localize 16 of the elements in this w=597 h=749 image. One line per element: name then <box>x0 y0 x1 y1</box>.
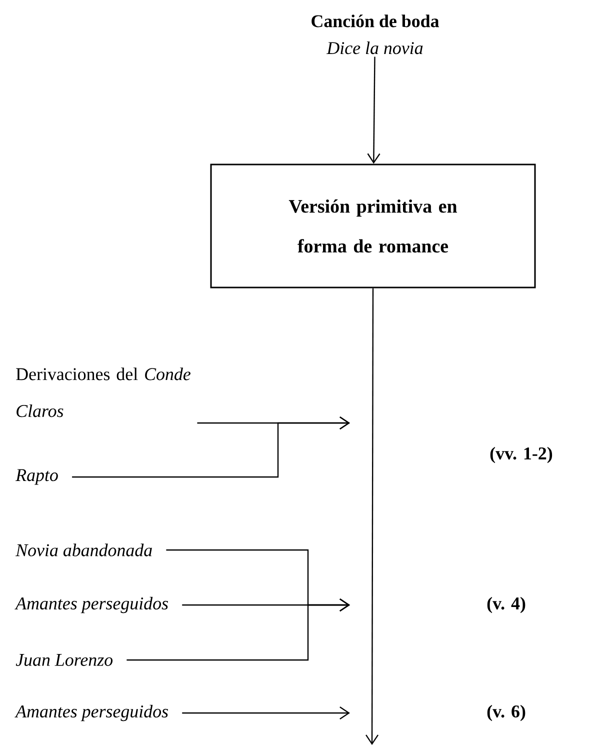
process-box: Versión primitiva en forma de romance <box>210 164 536 288</box>
source-text: Amantes perseguidos <box>14 704 168 722</box>
source-text: Rapto <box>16 469 58 485</box>
verse-label: (vv. 1-2) <box>490 446 552 464</box>
arrow <box>72 416 350 478</box>
arrow <box>182 706 350 720</box>
heading-text: Canción de boda Dice la novia <box>312 14 439 54</box>
arrow <box>366 288 379 745</box>
verse-label: (v. 4) <box>487 596 526 614</box>
source-text: Juan Lorenzo <box>16 654 113 666</box>
source-text: Derivaciones del Conde Claros <box>16 368 190 418</box>
verse-label: (v. 6) <box>487 704 526 722</box>
arrow <box>126 598 350 661</box>
source-text: Amantes perseguidos <box>14 596 168 614</box>
source-text: Novia abandonada <box>15 544 152 556</box>
arrow <box>367 56 380 164</box>
